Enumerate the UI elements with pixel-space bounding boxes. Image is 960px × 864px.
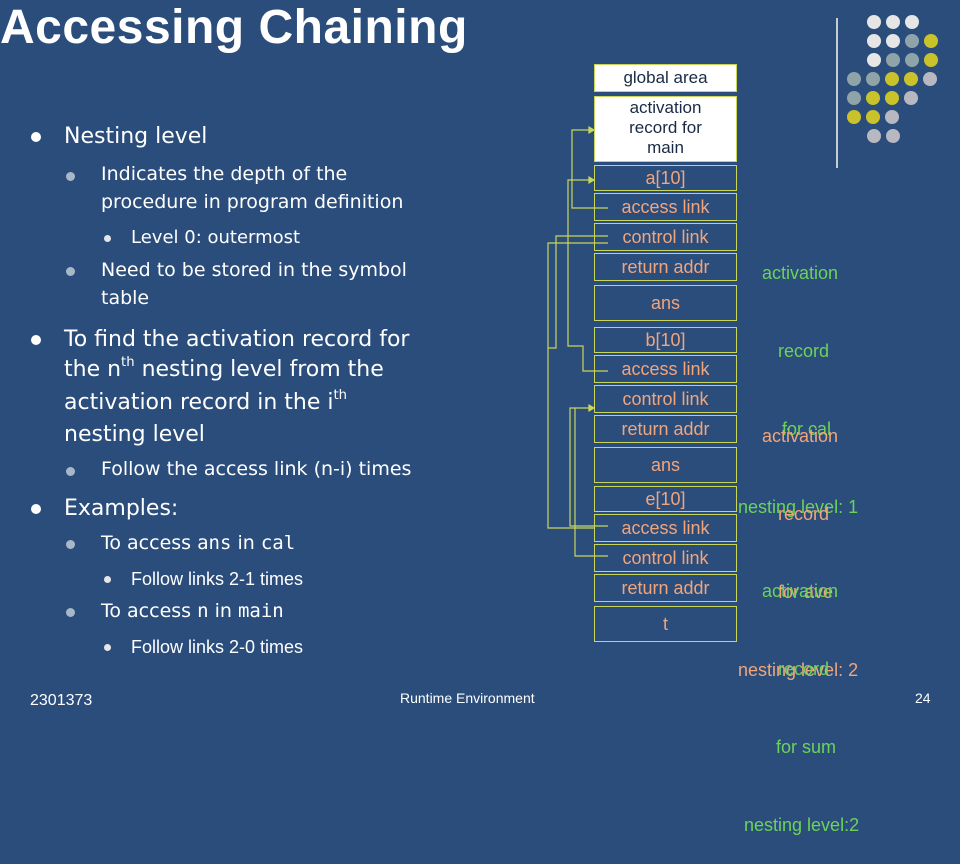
bullet-dot xyxy=(104,644,111,651)
global-area-box: global area xyxy=(594,64,737,92)
cal-access-link-cell: access link xyxy=(594,193,737,221)
bullet-follow-link: Follow the access link (n-i) times xyxy=(101,458,412,480)
decorative-dot xyxy=(885,110,899,124)
decorative-dot xyxy=(886,15,900,29)
bullet-dot xyxy=(31,132,41,142)
decorative-dot xyxy=(866,110,880,124)
decorative-dot xyxy=(867,53,881,67)
bullet-dot xyxy=(31,335,41,345)
decorative-dots xyxy=(847,15,938,143)
bullet-find-1: To find the activation record for xyxy=(64,327,410,352)
decorative-dot xyxy=(905,15,919,29)
ave-label: activation record for ave nesting level:… xyxy=(738,426,859,680)
bullet-dot xyxy=(66,267,75,276)
decorative-dot xyxy=(867,34,881,48)
decorative-dot xyxy=(847,91,861,105)
decorative-dot xyxy=(923,72,937,86)
sum-local-var-cell: t xyxy=(594,606,737,642)
bullet-dot xyxy=(66,608,75,617)
bullet-dot xyxy=(104,576,111,583)
decorative-dot xyxy=(886,129,900,143)
decorative-dot xyxy=(885,91,899,105)
bullet-follow-2-1: Follow links 2-1 times xyxy=(131,569,304,589)
cal-array-cell: a[10] xyxy=(594,165,737,191)
bullet-access-n: To access n in main xyxy=(101,600,284,622)
ave-access-link-cell: access link xyxy=(594,355,737,383)
decorative-dot xyxy=(886,53,900,67)
ave-access-link-arrow xyxy=(567,179,608,372)
sum-control-link-arrow xyxy=(574,408,608,557)
sum-control-link-cell: control link xyxy=(594,544,737,572)
sum-access-link-arrow xyxy=(569,407,608,527)
cal-access-link-arrow xyxy=(571,129,608,209)
sum-access-link-cell: access link xyxy=(594,514,737,542)
decorative-divider xyxy=(836,18,838,168)
access-link-arrows xyxy=(547,125,608,557)
footer-course: 2301373 xyxy=(30,692,93,709)
decorative-dot xyxy=(905,53,919,67)
bullet-dot xyxy=(104,235,111,242)
cal-label: activation record for cal nesting level:… xyxy=(738,263,859,517)
ave-control-link-cell: control link xyxy=(594,385,737,413)
decorative-dot xyxy=(866,91,880,105)
footer-subject: Runtime Environment xyxy=(400,690,535,706)
footer-page: 24 xyxy=(915,690,931,706)
cal-control-link-arrow xyxy=(548,235,608,349)
bullet-level0: Level 0: outermost xyxy=(131,227,301,248)
ave-control-link-arrow xyxy=(547,242,608,529)
slide-title: Accessing Chaining xyxy=(0,1,468,54)
bullet-find-3: activation record in the ith xyxy=(64,388,348,415)
sum-label: activation record for sum nesting level:… xyxy=(744,581,860,835)
decorative-dot xyxy=(904,91,918,105)
bullet-depth-2: procedure in program definition xyxy=(101,191,404,213)
bullet-dot xyxy=(66,467,75,476)
bullet-dot xyxy=(31,504,41,514)
decorative-dot xyxy=(847,72,861,86)
cal-control-link-cell: control link xyxy=(594,223,737,251)
decorative-dot xyxy=(905,34,919,48)
decorative-dot xyxy=(886,34,900,48)
decorative-dot xyxy=(924,53,938,67)
bullet-follow-2-0: Follow links 2-0 times xyxy=(131,637,304,657)
decorative-dot xyxy=(866,72,880,86)
bullet-depth-1: Indicates the depth of the xyxy=(101,163,348,185)
decorative-dot xyxy=(904,72,918,86)
bullet-dot xyxy=(66,172,75,181)
decorative-dot xyxy=(885,72,899,86)
decorative-dot xyxy=(847,110,861,124)
sum-return-addr-cell: return addr xyxy=(594,574,737,602)
cal-return-addr-cell: return addr xyxy=(594,253,737,281)
cal-local-var-cell: ans xyxy=(594,285,737,321)
bullet-symbol-table-1: Need to be stored in the symbol xyxy=(101,259,407,281)
ave-return-addr-cell: return addr xyxy=(594,415,737,443)
ave-array-cell: b[10] xyxy=(594,327,737,353)
sum-array-cell: e[10] xyxy=(594,486,737,512)
bullet-access-ans: To access ans in cal xyxy=(101,532,296,554)
ave-local-var-cell: ans xyxy=(594,447,737,483)
bullet-symbol-table-2: table xyxy=(101,287,150,309)
bullet-find-4: nesting level xyxy=(64,422,205,447)
decorative-dot xyxy=(867,129,881,143)
bullet-find-2: the nth nesting level from the xyxy=(64,355,384,382)
decorative-dot xyxy=(867,15,881,29)
decorative-dot xyxy=(924,34,938,48)
bullet-dot xyxy=(66,540,75,549)
bullet-examples: Examples: xyxy=(64,496,179,521)
bullet-nesting-level: Nesting level xyxy=(64,124,208,149)
